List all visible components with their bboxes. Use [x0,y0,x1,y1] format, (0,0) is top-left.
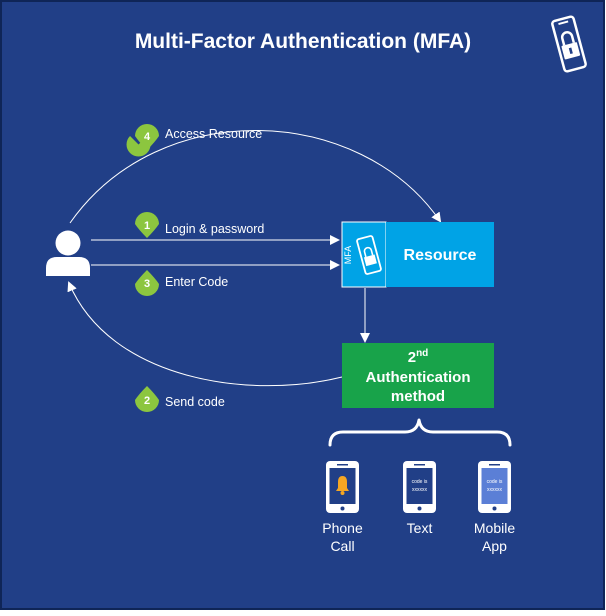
step-1-number: 1 [144,220,150,232]
text-screen-line1: code is [412,479,428,485]
resource-label: Resource [404,247,477,264]
auth-line1: Authentication [366,369,471,386]
mobile-app-label-1: Mobile [474,520,515,536]
diagram-title: Multi-Factor Authentication (MFA) [135,30,471,53]
text-screen-line2: xxxxxx [412,487,428,493]
access-resource-arc [69,130,442,224]
app-screen-line1: code is [487,479,503,485]
text-method: code is xxxxxx Text [403,461,436,536]
step-4-badge: 4 [126,124,159,157]
step-3-number: 3 [144,278,150,290]
step-4-label: Access Resource [165,127,262,141]
send-code-arc [67,281,343,387]
text-label: Text [407,520,433,536]
auth-ordinal-suffix: nd [416,348,428,359]
methods-brace [328,418,512,447]
phone-call-label-2: Call [330,538,354,554]
auth-ordinal: 2 [408,349,416,366]
bell-icon [336,476,349,495]
svg-text:2nd: 2nd [408,348,429,366]
mobile-app-label-2: App [482,538,507,554]
mfa-lock-icon [551,15,587,73]
step-3-badge: 3 [135,270,159,296]
step-2-badge: 2 [135,386,159,412]
step-2-number: 2 [144,395,150,407]
phone-call-method: Phone Call [322,461,363,554]
step-2-label: Send code [165,395,225,409]
mfa-tag: MFA [343,246,353,265]
step-1-badge: 1 [135,212,159,238]
resource-box: MFA Resource [341,221,494,288]
step-4-number: 4 [144,131,151,143]
step-1-label: Login & password [165,222,264,236]
phone-lock-icon [356,235,382,275]
app-screen-line2: xxxxxx [487,487,503,493]
auth-line2: method [391,388,445,405]
step-3-label: Enter Code [165,275,228,289]
user-icon [46,230,90,276]
auth-method-box: 2nd Authentication method [342,343,494,408]
phone-call-label-1: Phone [322,520,363,536]
mobile-app-method: code is xxxxxx Mobile App [474,461,515,554]
